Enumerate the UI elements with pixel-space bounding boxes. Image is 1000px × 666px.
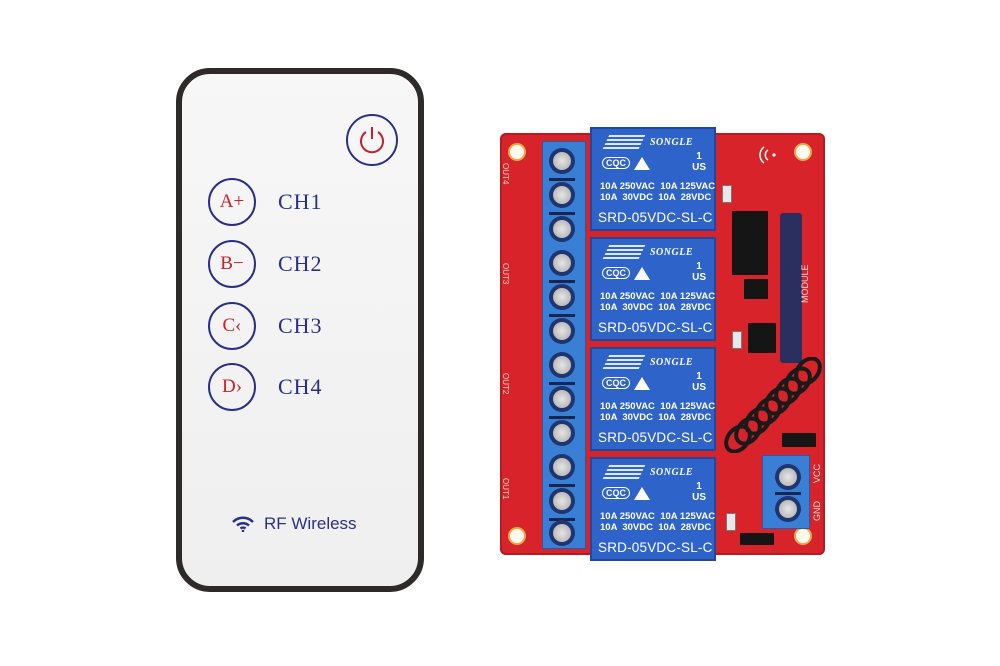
ccc-triangle-icon	[634, 487, 650, 500]
led-d1	[722, 185, 732, 203]
relay-brand: SONGLE	[650, 247, 694, 258]
relay-brand: SONGLE	[650, 137, 694, 148]
relay-brand: SONGLE	[650, 467, 694, 478]
eeprom-ic	[748, 323, 776, 353]
relay-model: SRD-05VDC-SL-C	[598, 430, 713, 445]
terminal-screw[interactable]	[549, 520, 575, 546]
ccc-triangle-icon	[634, 267, 650, 280]
relay-brand: SONGLE	[650, 357, 694, 368]
rf-wireless-text: RF Wireless	[264, 514, 357, 533]
mounting-hole	[796, 529, 810, 543]
mounting-hole	[510, 529, 524, 543]
songle-logo	[602, 355, 646, 369]
ch4-key: D›	[221, 376, 243, 397]
relay-3: SONGLE CQC 1 US 10A 250VAC 10A 125VAC 10…	[590, 347, 716, 451]
relay-spec: 10A 250VAC 10A 125VAC 10A 30VDC 10A 28VD…	[600, 291, 716, 313]
output-terminal-block	[542, 141, 586, 549]
ul-mark: 1 US	[692, 151, 706, 173]
terminal-screw[interactable]	[549, 386, 575, 412]
rf-receiver-module	[780, 213, 802, 363]
ch2-key: B−	[220, 253, 244, 274]
songle-logo	[602, 135, 646, 149]
gnd-label: GND	[812, 501, 822, 521]
terminal-screw[interactable]	[549, 488, 575, 514]
ch3-key: C‹	[222, 315, 242, 336]
ul-mark: 1 US	[692, 261, 706, 283]
power-button[interactable]	[346, 114, 398, 166]
ch1-label: CH1	[278, 189, 323, 214]
terminal-screw[interactable]	[549, 284, 575, 310]
diode	[782, 433, 816, 447]
ccc-triangle-icon	[634, 157, 650, 170]
gnd-screw[interactable]	[775, 496, 801, 522]
terminal-screw[interactable]	[549, 352, 575, 378]
terminal-screw[interactable]	[549, 216, 575, 242]
cqc-mark: CQC	[602, 377, 630, 389]
terminal-screw[interactable]	[549, 454, 575, 480]
relay-model: SRD-05VDC-SL-C	[598, 540, 713, 555]
songle-logo	[602, 245, 646, 259]
channel-row-3: C‹ CH3	[208, 302, 323, 350]
mounting-hole	[796, 145, 810, 159]
resistor-network	[744, 279, 768, 299]
terminal-screw[interactable]	[549, 250, 575, 276]
wifi-icon	[232, 516, 254, 532]
terminal-screw[interactable]	[549, 420, 575, 446]
rf-signal-icon	[759, 146, 776, 164]
capacitor-c2	[732, 331, 742, 349]
module-label: MODULE	[800, 264, 810, 303]
cqc-mark: CQC	[602, 267, 630, 279]
power-icon	[360, 127, 384, 154]
ch1-key: A+	[219, 191, 245, 212]
power-terminal-block	[762, 455, 810, 529]
channel-row-4: D› CH4	[208, 363, 323, 411]
led-d5	[726, 513, 736, 531]
vcc-label: VCC	[812, 463, 822, 483]
terminal-screw[interactable]	[549, 318, 575, 344]
mounting-hole	[510, 145, 524, 159]
ch4-button[interactable]: D›	[208, 363, 256, 411]
ul-mark: 1 US	[692, 371, 706, 393]
cqc-mark: CQC	[602, 157, 630, 169]
channel-row-1: A+ CH1	[208, 178, 323, 226]
channel-row-2: B− CH2	[208, 240, 323, 288]
decoder-ic	[732, 211, 768, 275]
ch1-button[interactable]: A+	[208, 178, 256, 226]
relay-2: SONGLE CQC 1 US 10A 250VAC 10A 125VAC 10…	[590, 237, 716, 341]
relay-1: SONGLE CQC 1 US 10A 250VAC 10A 125VAC 10…	[590, 127, 716, 231]
antenna-coil	[724, 357, 822, 453]
out4-label: OUT4	[501, 163, 510, 185]
ccc-triangle-icon	[634, 377, 650, 390]
terminal-screw[interactable]	[549, 182, 575, 208]
rf-remote-control: A+ CH1 B− CH2 C‹ CH3 D› CH4 RF Wireless	[176, 68, 424, 592]
ch4-label: CH4	[278, 374, 323, 399]
terminal-screw[interactable]	[549, 148, 575, 174]
out2-label: OUT2	[501, 373, 510, 395]
relay-spec: 10A 250VAC 10A 125VAC 10A 30VDC 10A 28VD…	[600, 181, 716, 203]
out1-label: OUT1	[501, 478, 510, 500]
ch3-label: CH3	[278, 313, 323, 338]
diode-d2	[740, 533, 774, 545]
rf-wireless-label: RF Wireless	[232, 514, 357, 534]
relay-spec: 10A 250VAC 10A 125VAC 10A 30VDC 10A 28VD…	[600, 401, 716, 423]
songle-logo	[602, 465, 646, 479]
ul-mark: 1 US	[692, 481, 706, 503]
relay-model: SRD-05VDC-SL-C	[598, 210, 713, 225]
relay-spec: 10A 250VAC 10A 125VAC 10A 30VDC 10A 28VD…	[600, 511, 716, 533]
ch2-button[interactable]: B−	[208, 240, 256, 288]
relay-model: SRD-05VDC-SL-C	[598, 320, 713, 335]
ch3-button[interactable]: C‹	[208, 302, 256, 350]
out3-label: OUT3	[501, 263, 510, 285]
cqc-mark: CQC	[602, 487, 630, 499]
vcc-screw[interactable]	[775, 464, 801, 490]
ch2-label: CH2	[278, 251, 323, 276]
relay-module-board: OUT4 OUT3 OUT2 OUT1 SONGLE CQC 1 US 10A …	[500, 127, 825, 561]
relay-4: SONGLE CQC 1 US 10A 250VAC 10A 125VAC 10…	[590, 457, 716, 561]
